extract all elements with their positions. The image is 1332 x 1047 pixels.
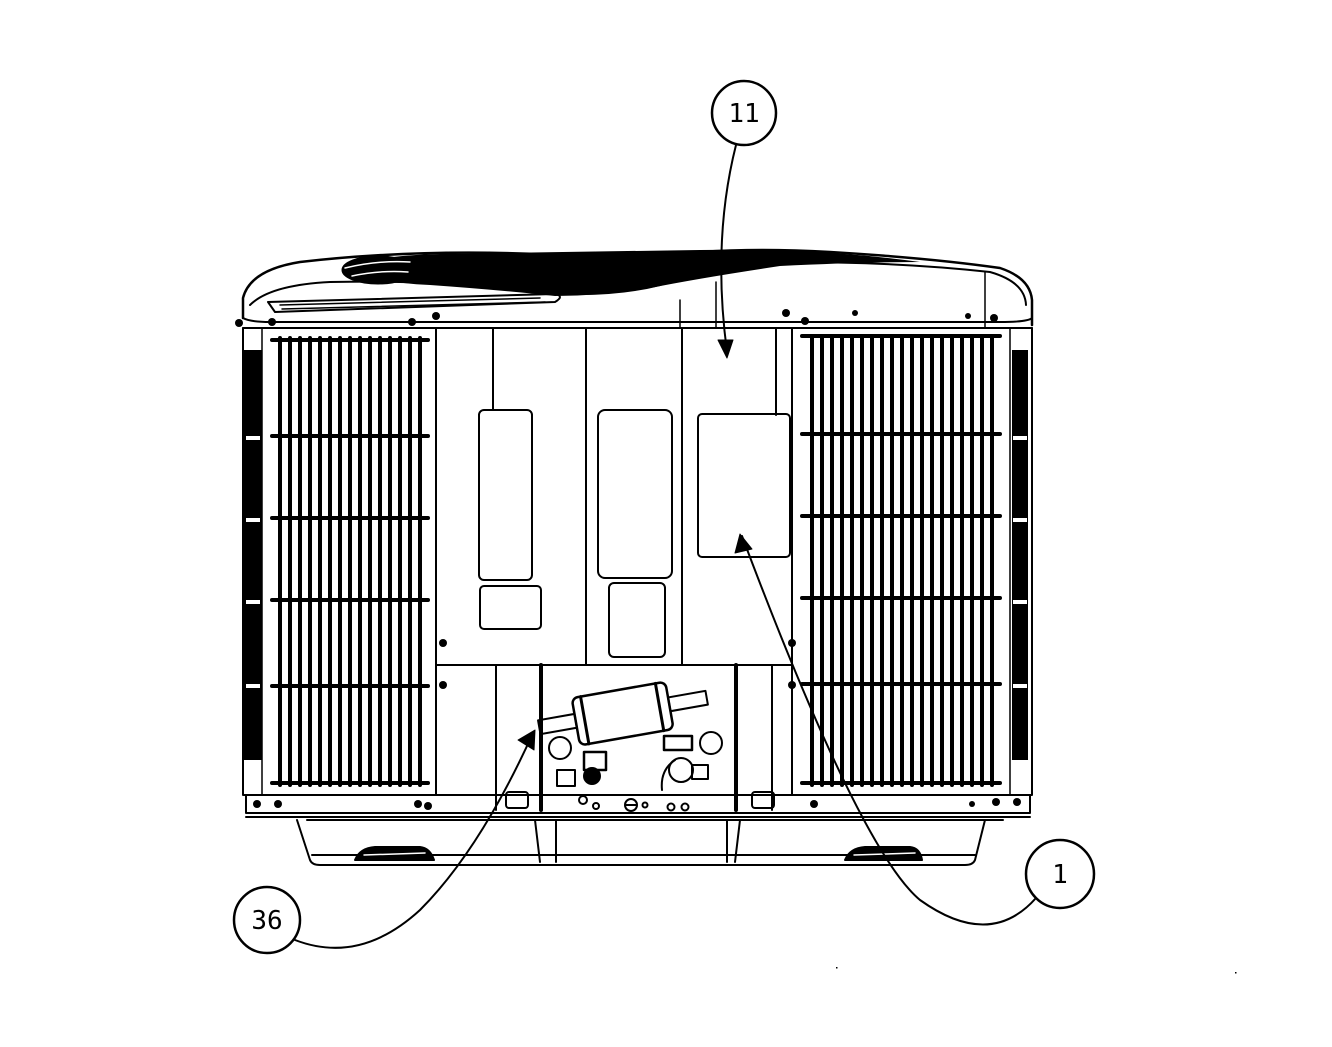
top-cover: [235, 248, 1034, 329]
callout-36-label: 36: [251, 906, 282, 936]
cabinet-frame: [242, 327, 1033, 796]
callout-1-label: 1: [1052, 860, 1068, 890]
right-coil-guard: [800, 334, 1028, 787]
compressor-area: [495, 663, 775, 812]
callout-36: 36: [232, 729, 536, 955]
base-pan: [245, 794, 1031, 866]
center-panels: [435, 327, 796, 689]
left-coil-guard: [244, 336, 430, 787]
callout-11-label: 11: [728, 99, 759, 129]
scan-specks: [836, 967, 1237, 974]
callout-1: 1: [734, 533, 1096, 926]
filter-drier: [537, 681, 709, 746]
callout-11: 11: [710, 79, 778, 359]
